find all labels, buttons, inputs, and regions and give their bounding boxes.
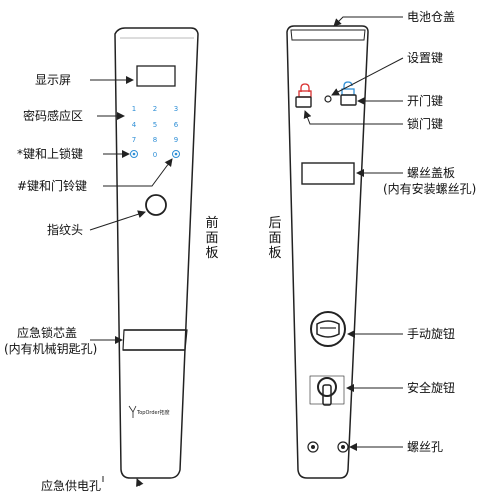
label-lock-key: 锁门键 (407, 117, 444, 131)
arrow-hash-key (103, 158, 173, 187)
key-3: 3 (174, 105, 178, 113)
label-front-panel: 前面板 (205, 216, 219, 261)
key-4: 4 (132, 121, 137, 129)
key-star-lock-icon (130, 150, 138, 158)
key-0: 0 (153, 151, 157, 159)
settings-key (324, 95, 332, 103)
arrow-settings (331, 57, 404, 96)
emergency-lock-cover (122, 329, 188, 351)
screw-holes (307, 441, 349, 453)
label-emergency-cover: 应急锁芯盖 (17, 326, 78, 340)
label-screw-holes: 螺丝孔 (407, 440, 444, 454)
key-1: 1 (132, 105, 136, 113)
key-2: 2 (153, 105, 157, 113)
key-5: 5 (153, 121, 157, 129)
key-6: 6 (174, 121, 179, 129)
safety-knob (309, 375, 345, 406)
display-screen (136, 65, 176, 87)
label-back-panel: 后面板 (268, 216, 282, 261)
key-9: 9 (174, 136, 178, 144)
keypad: 1 2 3 4 5 6 7 8 9 0 (130, 105, 180, 159)
label-hash-key: #键和门铃键 (17, 179, 88, 193)
label-manual-knob: 手动旋钮 (407, 327, 456, 341)
label-fingerprint: 指纹头 (47, 223, 84, 237)
brand-logo-icon (128, 405, 137, 418)
label-emergency-power: 应急供电孔 (41, 479, 102, 493)
open-key-button (340, 94, 357, 106)
label-emergency-cover-note: (内有机械钥匙孔) (4, 342, 98, 356)
label-open-key: 开门键 (407, 94, 444, 108)
lock-key-button (295, 96, 312, 108)
arrow-lock-key (303, 110, 403, 125)
key-8: 8 (153, 136, 157, 144)
label-keypad: 密码感应区 (23, 109, 84, 123)
arrow-battery-cover (333, 16, 403, 27)
key-7: 7 (132, 136, 136, 144)
screw-cover-plate (301, 162, 355, 185)
label-display: 显示屏 (35, 73, 72, 87)
label-screw-cover: 螺丝盖板 (407, 166, 456, 180)
label-safety-knob: 安全旋钮 (407, 381, 456, 395)
lock-key-icon (298, 83, 312, 98)
fingerprint-sensor (145, 194, 167, 216)
front-panel-outline (114, 27, 199, 479)
back-panel-outline (286, 25, 369, 479)
manual-knob (310, 311, 346, 347)
key-hash-bell-icon (172, 150, 180, 158)
arrow-emergency-power-path (136, 478, 144, 488)
arrow-fingerprint (89, 210, 146, 231)
label-battery-cover: 电池仓盖 (407, 10, 456, 24)
label-star-key: *键和上锁键 (17, 147, 84, 161)
battery-cover (290, 29, 366, 41)
label-screw-cover-note: (内有安装螺丝孔) (383, 182, 477, 196)
brand-text: TopOrder拓度 (137, 410, 170, 416)
label-settings-key: 设置键 (407, 51, 444, 65)
